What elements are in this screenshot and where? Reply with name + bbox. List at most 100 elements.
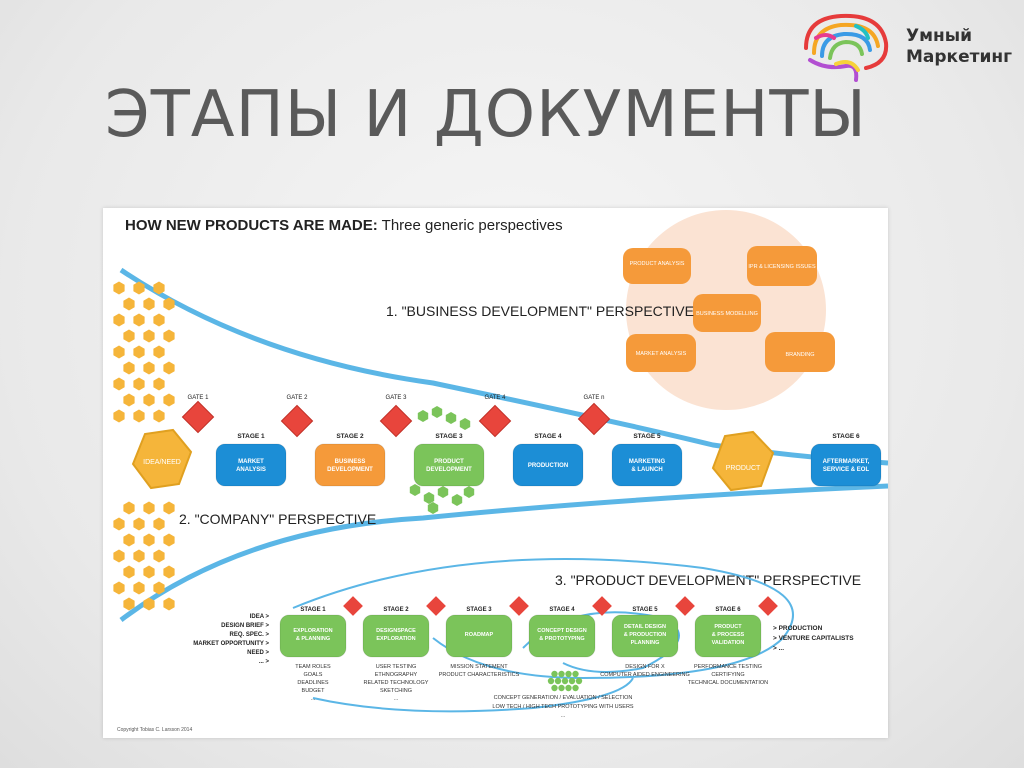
bizdev-box-2: IPR & LICENSING ISSUES — [747, 246, 817, 286]
concept-cell — [547, 677, 555, 685]
gate-2: GATE 2 — [280, 395, 314, 438]
concept-cell — [565, 684, 572, 692]
honeycomb-cell — [153, 409, 165, 423]
honeycomb-cell — [113, 313, 125, 327]
company-logo: Умный Маркетинг — [796, 8, 1013, 88]
concept-cell — [572, 670, 579, 678]
development-cells — [409, 406, 475, 514]
svg-text:SKETCHING: SKETCHING — [380, 688, 412, 694]
honeycomb-cell — [143, 329, 155, 343]
honeycomb-cell — [143, 393, 155, 407]
concept-note-2: LOW TECH / HIGH TECH PROTOTYPING WITH US… — [492, 704, 634, 710]
svg-text:MISSION STATEMENT: MISSION STATEMENT — [450, 664, 508, 670]
svg-text:COMPUTER AIDED ENGINEERING: COMPUTER AIDED ENGINEERING — [600, 672, 690, 678]
svg-text:IPR & LICENSING ISSUES: IPR & LICENSING ISSUES — [748, 264, 816, 270]
green-cell — [423, 492, 435, 504]
pd-input-6: ... > — [259, 659, 270, 665]
logo-line2: Маркетинг — [906, 47, 1013, 67]
honeycomb-cell — [153, 581, 165, 595]
svg-text:& PROCESS: & PROCESS — [712, 632, 745, 638]
honeycomb-cell — [123, 501, 135, 515]
honeycomb-cell — [163, 597, 175, 611]
svg-text:STAGE 6: STAGE 6 — [715, 607, 741, 613]
green-cell — [459, 418, 471, 430]
svg-text:TEAM ROLES: TEAM ROLES — [295, 664, 331, 670]
svg-text:& PROTOTYPING: & PROTOTYPING — [539, 636, 584, 642]
honeycomb-cell — [163, 297, 175, 311]
svg-text:EXPLORATION: EXPLORATION — [293, 628, 332, 634]
pd-outputs: > PRODUCTION> VENTURE CAPITALISTS> ... — [773, 625, 854, 652]
svg-text:...: ... — [311, 696, 316, 702]
honeycomb-cell — [143, 501, 155, 515]
svg-text:PRODUCTION: PRODUCTION — [528, 463, 568, 469]
pd-input-3: REQ. SPEC. > — [229, 632, 269, 638]
svg-text:ETHNOGRAPHY: ETHNOGRAPHY — [375, 672, 418, 678]
svg-text:DEVELOPMENT: DEVELOPMENT — [426, 467, 472, 473]
honeycomb-cell — [133, 409, 145, 423]
svg-text:BUSINESS MODELLING: BUSINESS MODELLING — [696, 311, 758, 317]
perspective-2-label: 2. "COMPANY" PERSPECTIVE — [179, 511, 376, 527]
pd-gate-5 — [675, 596, 695, 616]
product-hexagon: PRODUCT — [711, 430, 775, 492]
svg-text:IDEA/NEED: IDEA/NEED — [143, 459, 181, 466]
pd-input-1: IDEA > — [250, 614, 270, 620]
svg-text:VALIDATION: VALIDATION — [712, 640, 745, 646]
pd-input-4: MARKET OPPORTUNITY > — [193, 641, 269, 647]
svg-text:DEADLINES: DEADLINES — [297, 680, 329, 686]
concept-cell — [568, 677, 576, 685]
honeycomb-cell — [113, 409, 125, 423]
bizdev-box-1: PRODUCT ANALYSIS — [623, 248, 691, 284]
honeycomb-cell — [133, 581, 145, 595]
svg-text:USER TESTING: USER TESTING — [376, 664, 417, 670]
svg-text:GATE 3: GATE 3 — [386, 395, 408, 401]
honeycomb-cell — [123, 597, 135, 611]
honeycomb-cell — [163, 361, 175, 375]
honeycomb-cell — [113, 549, 125, 563]
honeycomb-cell — [123, 565, 135, 579]
svg-text:ROADMAP: ROADMAP — [465, 632, 494, 638]
pd-output-1: > PRODUCTION — [773, 625, 823, 632]
honeycomb-cell — [143, 597, 155, 611]
svg-text:STAGE 1: STAGE 1 — [237, 433, 265, 440]
honeycomb-cell — [143, 297, 155, 311]
svg-text:MARKETING: MARKETING — [629, 459, 666, 465]
svg-text:DESIGN FOR X: DESIGN FOR X — [625, 664, 665, 670]
svg-text:BUSINESS: BUSINESS — [335, 459, 366, 465]
pd-input-2: DESIGN BRIEF > — [221, 623, 269, 629]
concept-cell — [558, 684, 565, 692]
svg-text:BRANDING: BRANDING — [785, 352, 814, 358]
gate-4: GATE 4 — [478, 395, 512, 438]
copyright: Copyright Tobias C. Larsson 2014 — [117, 727, 192, 733]
svg-text:MARKET ANALYSIS: MARKET ANALYSIS — [636, 351, 687, 357]
honeycomb-cell — [153, 517, 165, 531]
honeycomb-cell — [133, 377, 145, 391]
green-cell — [409, 484, 421, 496]
diagram-heading: HOW NEW PRODUCTS ARE MADE: Three generic… — [125, 217, 563, 234]
honeycomb-cell — [123, 533, 135, 547]
svg-text:DESIGNSPACE: DESIGNSPACE — [376, 628, 416, 634]
honeycomb-cell — [163, 329, 175, 343]
svg-text:GATE 1: GATE 1 — [188, 395, 210, 401]
honeycomb-cell — [153, 345, 165, 359]
svg-text:PERFORMANCE TESTING: PERFORMANCE TESTING — [694, 664, 762, 670]
concept-cell — [558, 670, 565, 678]
svg-text:ANALYSIS: ANALYSIS — [236, 467, 266, 473]
svg-text:PRODUCT: PRODUCT — [726, 465, 761, 472]
svg-text:EXPLORATION: EXPLORATION — [376, 636, 415, 642]
svg-text:STAGE 2: STAGE 2 — [336, 433, 364, 440]
pd-gate-3 — [509, 596, 529, 616]
perspective-3-label: 3. "PRODUCT DEVELOPMENT" PERSPECTIVE — [555, 572, 861, 588]
green-cell — [427, 502, 439, 514]
gate-n: GATE n — [577, 395, 611, 436]
honeycomb-cell — [123, 297, 135, 311]
svg-text:CONCEPT DESIGN: CONCEPT DESIGN — [537, 628, 587, 634]
concept-cell — [561, 677, 569, 685]
